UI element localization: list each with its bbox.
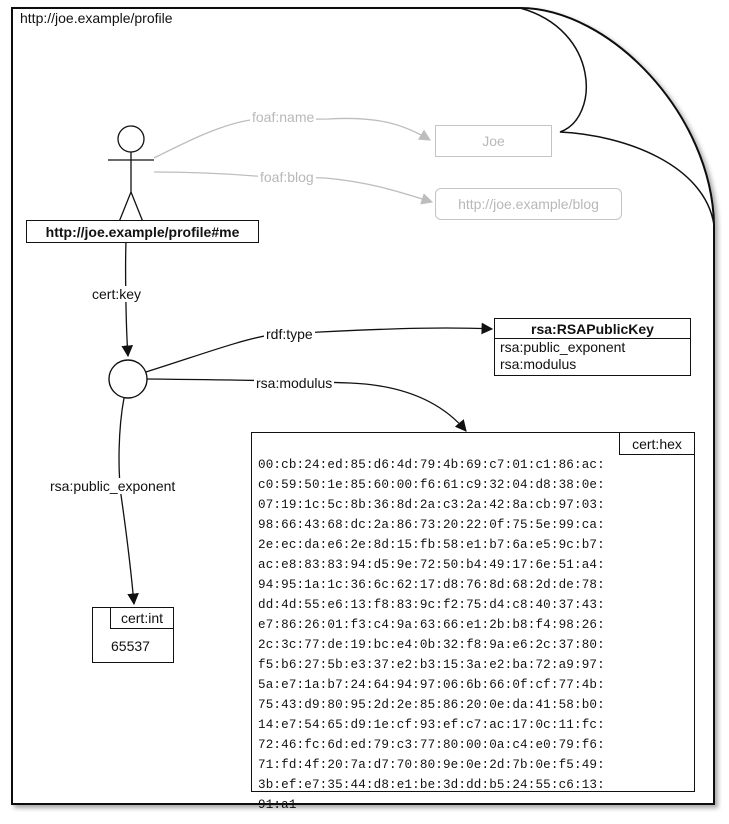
blog-literal: http://joe.example/blog	[458, 196, 599, 212]
exponent-literal-box: cert:int 65537	[92, 607, 174, 663]
rsa-public-exponent-edge	[118, 397, 139, 606]
exponent-type: cert:int	[120, 610, 163, 626]
hex-line: 3b:ef:e7:35:44:d8:e1:be:3d:dd:b5:24:55:c…	[258, 778, 605, 792]
hex-line: ac:e8:83:83:94:d5:9e:72:50:b4:49:17:6e:5…	[258, 558, 605, 572]
modulus-literal-box: cert:hex 00:cb:24:ed:85:d6:4d:79:4b:69:c…	[251, 432, 695, 812]
hex-line: 94:95:1a:1c:36:6c:62:17:d8:76:8d:68:2d:d…	[258, 578, 605, 592]
person-icon	[108, 125, 154, 223]
exponent-value: 65537	[111, 638, 150, 654]
page-fold	[519, 7, 715, 226]
class-field-public-exponent: rsa:public_exponent	[500, 339, 626, 355]
hex-line: 71:fd:4f:20:7a:d7:70:80:9e:0e:2d:7b:0e:f…	[258, 758, 605, 772]
foaf-blog-label: foaf:blog	[258, 169, 316, 185]
blog-literal-box: http://joe.example/blog	[435, 188, 622, 220]
hex-line: 07:19:1c:5c:8b:36:8d:2a:c3:2a:42:8a:cb:9…	[258, 498, 605, 512]
class-field-modulus: rsa:modulus	[500, 356, 577, 372]
rsa-modulus-label: rsa:modulus	[254, 375, 335, 391]
foaf-name-label: foaf:name	[250, 109, 317, 125]
rdf-type-edge	[145, 322, 494, 373]
key-blank-node	[108, 359, 148, 399]
rsa-public-exponent-label: rsa:public_exponent	[48, 478, 178, 494]
hex-line: f5:b6:27:5b:e3:37:e2:b3:15:3a:e2:ba:72:a…	[258, 658, 605, 672]
document-url: http://joe.example/profile	[20, 10, 173, 26]
hex-line: 00:cb:24:ed:85:d6:4d:79:4b:69:c7:01:c1:8…	[258, 458, 605, 472]
hex-line: dd:4d:55:e6:13:f8:83:9c:f2:75:d4:c8:40:3…	[258, 598, 605, 612]
hex-line: c0:59:50:1e:85:60:00:f6:61:c9:32:04:d8:3…	[258, 478, 605, 492]
hex-line: 72:46:fc:6d:ed:79:c3:77:80:00:0a:c4:e0:7…	[258, 738, 605, 752]
person-uri-box: http://joe.example/profile#me	[26, 220, 259, 243]
hex-line: 14:e7:54:65:d9:1e:cf:93:ef:c7:ac:17:0c:1…	[258, 718, 605, 732]
hex-line: 75:43:d9:80:95:2d:2e:85:86:20:0e:da:41:5…	[258, 698, 605, 712]
hex-line: 2e:ec:da:e6:2e:8d:15:fb:58:e1:b7:6a:e5:9…	[258, 538, 605, 552]
hex-line: 91:a1	[258, 798, 297, 812]
hex-line: 2c:3c:77:de:19:bc:e4:0b:32:f8:9a:e6:2c:3…	[258, 638, 605, 652]
hex-line: e7:86:26:01:f3:c4:9a:63:66:e1:2b:b8:f4:9…	[258, 618, 605, 632]
hex-line: 98:66:43:68:dc:2a:86:73:20:22:0f:75:5e:9…	[258, 518, 605, 532]
name-literal: Joe	[482, 133, 505, 149]
class-box-header: rsa:RSAPublicKey	[495, 319, 690, 339]
rsa-public-key-class-box: rsa:RSAPublicKey rsa:public_exponent rsa…	[494, 318, 691, 376]
modulus-type-tag: cert:hex	[619, 433, 694, 455]
person-uri: http://joe.example/profile#me	[45, 223, 240, 240]
rsa-modulus-edge	[146, 378, 467, 432]
cert-key-label: cert:key	[90, 286, 144, 302]
modulus-type: cert:hex	[632, 435, 682, 452]
hex-line: 5a:e7:1a:b7:24:64:94:97:06:6b:66:0f:cf:7…	[258, 678, 605, 692]
class-title: rsa:RSAPublicKey	[531, 320, 654, 337]
name-literal-box: Joe	[435, 125, 552, 157]
modulus-hex-lines: 00:cb:24:ed:85:d6:4d:79:4b:69:c7:01:c1:8…	[258, 455, 605, 815]
rdf-type-label: rdf:type	[264, 326, 315, 342]
exponent-type-tag: cert:int	[110, 608, 173, 629]
